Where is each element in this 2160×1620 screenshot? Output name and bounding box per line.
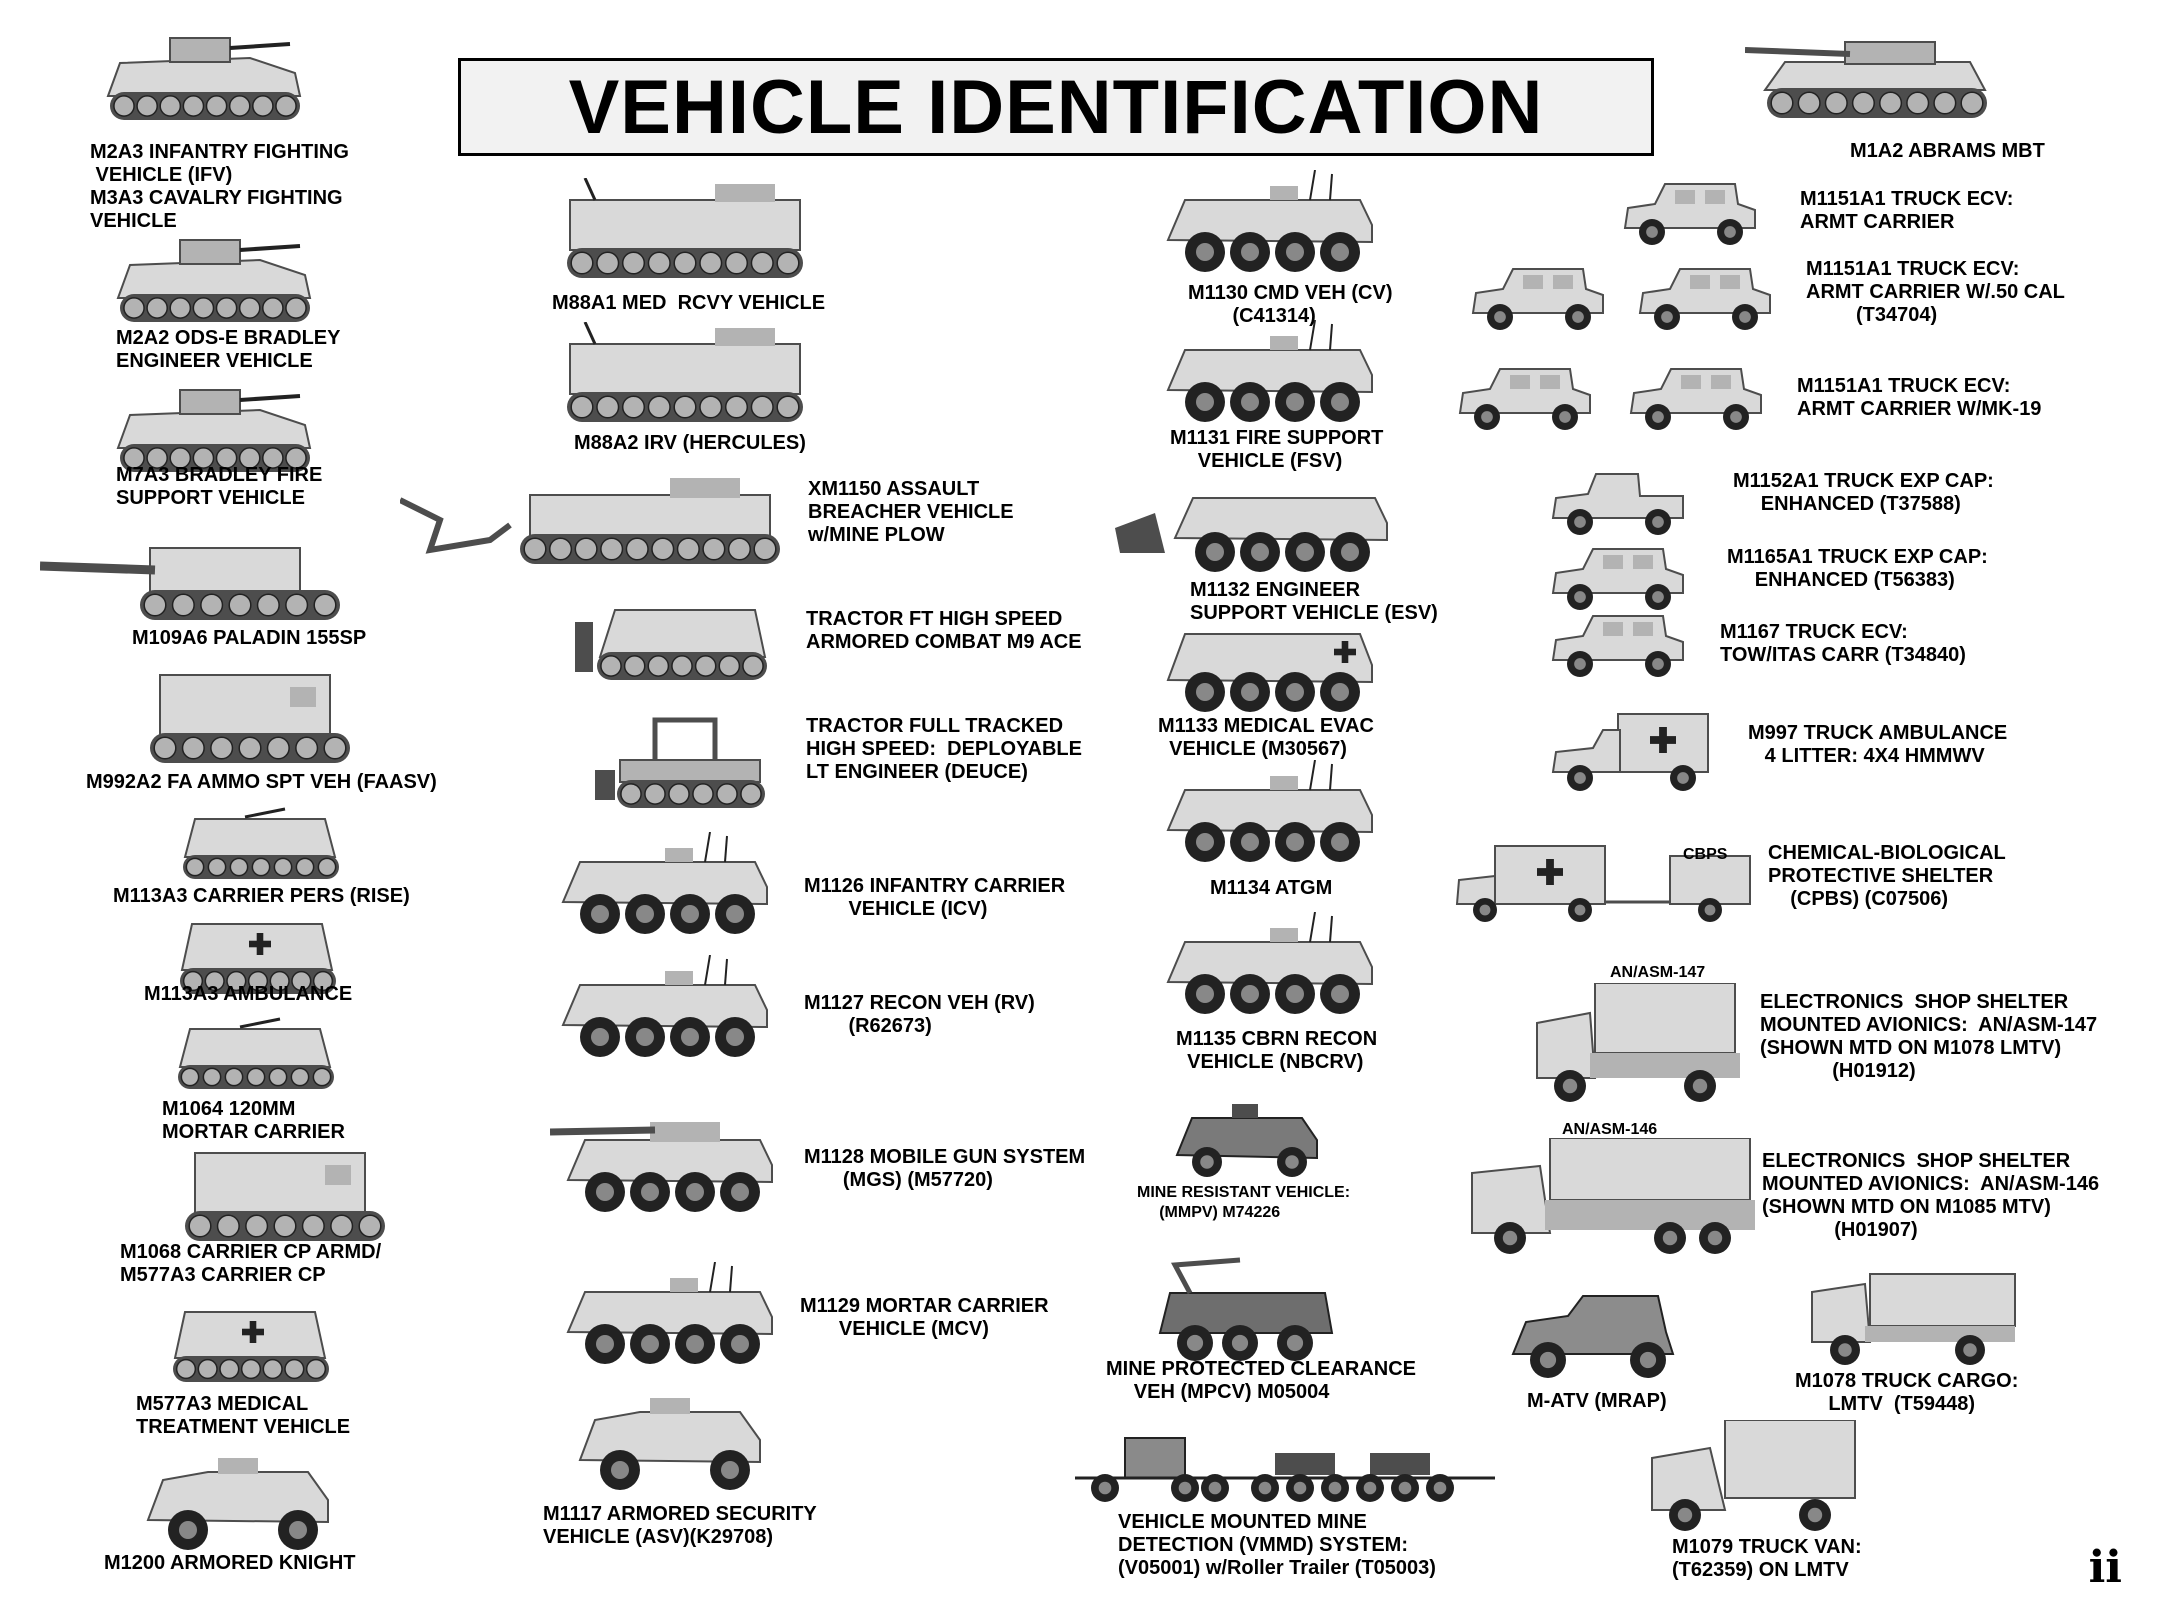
- label-m1126: M1126 INFANTRY CARRIER VEHICLE (ICV): [804, 875, 1066, 920]
- van-truck-icon: [1650, 1420, 1860, 1535]
- hmmwv-icon: [1548, 602, 1688, 682]
- label-m1165a1: M1165A1 TRUCK EXP CAP: ENHANCED (T56383): [1727, 546, 1988, 591]
- hmmwv-icon: [1468, 255, 1608, 335]
- page-title: VEHICLE IDENTIFICATION: [568, 64, 1544, 150]
- label-m1129: M1129 MORTAR CARRIER VEHICLE (MCV): [800, 1295, 1049, 1340]
- label-m1151a1-c: M1151A1 TRUCK ECV: ARMT CARRIER W/MK-19: [1797, 375, 2042, 420]
- tracked-ifv-icon: [110, 220, 320, 330]
- recovery-vehicle-icon: [555, 178, 815, 288]
- apc-icon: [170, 1015, 340, 1095]
- label-m109a6: M109A6 PALADIN 155SP: [132, 627, 367, 649]
- label-m1132: M1132 ENGINEER SUPPORT VEHICLE (ESV): [1190, 579, 1438, 624]
- label-m1130: M1130 CMD VEH (CV) (C41314): [1188, 282, 1393, 327]
- tag-asm146: AN/ASM-146: [1562, 1121, 1658, 1138]
- apc-ambulance-icon: [172, 912, 342, 1002]
- label-mmpv: MINE RESISTANT VEHICLE: (MMPV) M74226: [1137, 1184, 1351, 1221]
- label-m1131: M1131 FIRE SUPPORT VEHICLE (FSV): [1170, 427, 1384, 472]
- label-mpcv: MINE PROTECTED CLEARANCE VEH (MPCV) M050…: [1106, 1358, 1417, 1403]
- tank-icon: [1745, 20, 1995, 125]
- label-deuce: TRACTOR FULL TRACKED HIGH SPEED: DEPLOYA…: [806, 715, 1082, 783]
- label-m2a3: M2A3 INFANTRY FIGHTING VEHICLE (IFV) M3A…: [90, 141, 349, 232]
- breacher-plow-icon: [400, 470, 790, 570]
- label-m1167: M1167 TRUCK ECV: TOW/ITAS CARR (T34840): [1720, 621, 1966, 666]
- label-m9ace: TRACTOR FT HIGH SPEED ARMORED COMBAT M9 …: [806, 608, 1082, 653]
- shelter-truck-icon: [1535, 983, 1745, 1108]
- vmmd-train-icon: [1075, 1418, 1495, 1518]
- label-m1133: M1133 MEDICAL EVAC VEHICLE (M30567): [1158, 715, 1374, 760]
- stryker-icon: [1160, 760, 1380, 870]
- shelter-truck-long-icon: [1470, 1138, 1760, 1258]
- label-m1a2: M1A2 ABRAMS MBT: [1850, 140, 2045, 162]
- label-m113a3: M113A3 CARRIER PERS (RISE): [113, 885, 410, 907]
- label-m1152a1: M1152A1 TRUCK EXP CAP: ENHANCED (T37588): [1733, 470, 1994, 515]
- label-asm146: ELECTRONICS SHOP SHELTER MOUNTED AVIONIC…: [1762, 1150, 2100, 1241]
- label-xm1150: XM1150 ASSAULT BREACHER VEHICLE w/MINE P…: [808, 478, 1014, 546]
- armored-car-icon: [570, 1390, 770, 1495]
- hmmwv-icon: [1548, 535, 1688, 615]
- deuce-dozer-icon: [595, 710, 775, 815]
- stryker-plow-icon: [1115, 458, 1405, 578]
- stryker-gun-icon: [550, 1100, 790, 1220]
- label-m7a3: M7A3 BRADLEY FIRE SUPPORT VEHICLE: [116, 464, 323, 509]
- stryker-ambulance-icon: [1160, 610, 1380, 720]
- hmmwv-pickup-icon: [1548, 460, 1688, 540]
- hmmwv-icon: [1626, 355, 1766, 435]
- label-m113a3-amb: M113A3 AMBULANCE: [144, 983, 353, 1005]
- stryker-icon: [1160, 912, 1380, 1022]
- label-m1117: M1117 ARMORED SECURITY VEHICLE (ASV)(K29…: [543, 1503, 817, 1548]
- label-m2a2: M2A2 ODS-E BRADLEY ENGINEER VEHICLE: [116, 327, 341, 372]
- label-m992a2: M992A2 FA AMMO SPT VEH (FAASV): [86, 771, 437, 793]
- apc-icon: [175, 805, 345, 885]
- label-m1079: M1079 TRUCK VAN: (T62359) ON LMTV: [1672, 1536, 1862, 1581]
- tracked-box-icon: [175, 1143, 405, 1253]
- mrap-icon: [1172, 1100, 1322, 1180]
- label-m1078: M1078 TRUCK CARGO: LMTV (T59448): [1795, 1370, 2019, 1415]
- label-m88a1: M88A1 MED RCVY VEHICLE: [552, 292, 826, 314]
- label-m577a3: M577A3 MEDICAL TREATMENT VEHICLE: [136, 1393, 351, 1438]
- label-m1064: M1064 120MM MORTAR CARRIER: [162, 1098, 345, 1143]
- recovery-vehicle-icon: [555, 322, 815, 432]
- label-m1068: M1068 CARRIER CP ARMD/ M577A3 CARRIER CP: [120, 1241, 382, 1286]
- tag-asm147: AN/ASM-147: [1610, 964, 1706, 981]
- label-cpbs: CHEMICAL-BIOLOGICAL PROTECTIVE SHELTER (…: [1768, 842, 2006, 910]
- hmmwv-ambulance-icon: [1548, 708, 1718, 798]
- hmmwv-icon: [1455, 355, 1595, 435]
- cargo-truck-icon: [1810, 1270, 2020, 1370]
- matv-icon: [1508, 1292, 1678, 1382]
- stryker-icon: [555, 955, 775, 1065]
- label-m1127: M1127 RECON VEH (RV) (R62673): [804, 992, 1035, 1037]
- label-m1151a1-a: M1151A1 TRUCK ECV: ARMT CARRIER: [1800, 188, 2014, 233]
- ace-dozer-icon: [575, 592, 775, 692]
- stryker-icon: [555, 832, 775, 942]
- label-m1200: M1200 ARMORED KNIGHT: [104, 1552, 356, 1574]
- mpcv-arm-icon: [1150, 1255, 1340, 1365]
- tag-cbps: CBPS: [1683, 846, 1728, 863]
- howitzer-icon: [40, 518, 360, 628]
- label-m1128: M1128 MOBILE GUN SYSTEM (MGS) (M57720): [804, 1146, 1086, 1191]
- label-m997: M997 TRUCK AMBULANCE 4 LITTER: 4X4 HMMWV: [1748, 722, 2008, 767]
- label-vmmd: VEHICLE MOUNTED MINE DETECTION (VMMD) SY…: [1118, 1511, 1436, 1579]
- tracked-ifv-icon: [100, 18, 310, 128]
- label-m1151a1-b: M1151A1 TRUCK ECV: ARMT CARRIER W/.50 CA…: [1806, 258, 2065, 326]
- tracked-ifv-icon: [110, 370, 320, 480]
- hmmwv-icon: [1620, 170, 1760, 250]
- tracked-box-icon: [140, 665, 370, 775]
- apc-ambulance-icon: [165, 1300, 335, 1390]
- shelter-trailer-icon: [1455, 840, 1755, 930]
- label-m1134: M1134 ATGM: [1210, 877, 1333, 899]
- page-number: ii: [2088, 1542, 2122, 1593]
- hmmwv-icon: [1635, 255, 1775, 335]
- stryker-icon: [1160, 320, 1380, 430]
- title-box: VEHICLE IDENTIFICATION: [458, 58, 1654, 156]
- label-m1135: M1135 CBRN RECON VEHICLE (NBCRV): [1176, 1028, 1378, 1073]
- stryker-icon: [1160, 170, 1380, 280]
- label-matv: M-ATV (MRAP): [1527, 1390, 1667, 1412]
- label-asm147: ELECTRONICS SHOP SHELTER MOUNTED AVIONIC…: [1760, 991, 2098, 1082]
- armored-car-icon: [138, 1450, 338, 1555]
- label-m88a2: M88A2 IRV (HERCULES): [574, 432, 806, 454]
- stryker-icon: [560, 1262, 780, 1372]
